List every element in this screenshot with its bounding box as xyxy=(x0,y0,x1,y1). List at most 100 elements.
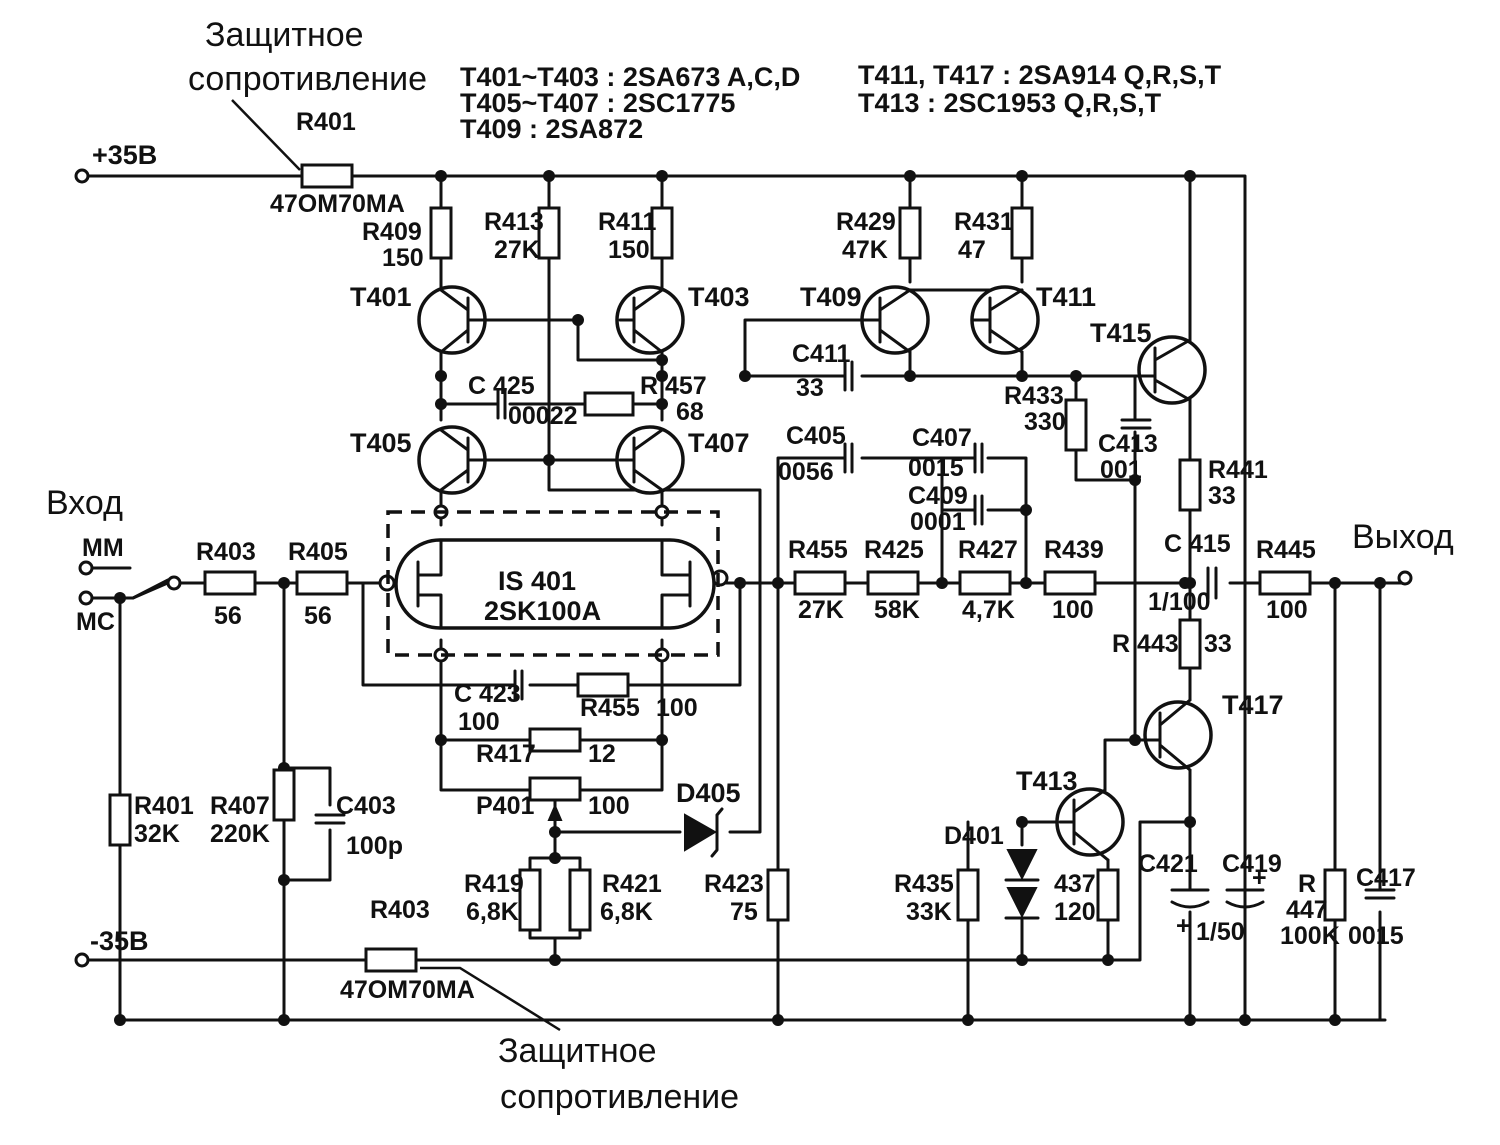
r401-top-value: 47OM70MA xyxy=(270,190,405,218)
c425-ref: C 425 xyxy=(468,372,535,400)
r417-ref: R417 xyxy=(476,740,536,768)
t413-symbol xyxy=(1055,787,1125,862)
r425-ref: R425 xyxy=(864,536,924,564)
t409-symbol xyxy=(860,285,930,355)
transistor-table-row2-left: T405~T407 : 2SC1775 xyxy=(460,88,735,118)
r419-ref: R419 xyxy=(464,870,524,898)
c413-value: 001 xyxy=(1100,456,1142,484)
mm-label: MM xyxy=(82,534,124,562)
r429-value: 47K xyxy=(842,236,888,264)
mc-label: MC xyxy=(76,608,115,636)
r455-b-ref: R455 xyxy=(580,694,640,722)
t415-label: T415 xyxy=(1090,318,1152,348)
c417-ref: C417 xyxy=(1356,864,1416,892)
t417-label: T417 xyxy=(1222,690,1284,720)
r421-value: 6,8K xyxy=(600,898,653,926)
mc-terminal[interactable] xyxy=(78,590,94,606)
neg-rail-terminal[interactable] xyxy=(74,952,90,968)
r407-ref: R407 xyxy=(210,792,270,820)
output-terminal[interactable] xyxy=(1397,570,1413,586)
r433-value: 330 xyxy=(1024,408,1066,436)
c405-value: 0056 xyxy=(778,458,834,486)
r455-b-value: 100 xyxy=(656,694,698,722)
input-switch[interactable] xyxy=(131,578,170,600)
c405-ref: C405 xyxy=(786,422,846,450)
r455-a-value: 27K xyxy=(798,596,844,624)
t403-symbol xyxy=(615,285,685,355)
resistors xyxy=(108,163,1347,973)
r443-value: 33 xyxy=(1204,630,1232,658)
t411-symbol xyxy=(970,285,1040,355)
transistor-table-row1-right: T411, T417 : 2SA914 Q,R,S,T xyxy=(858,60,1222,90)
r417-value: 12 xyxy=(588,740,616,768)
protective-note-bottom-1: Защитное xyxy=(498,1032,657,1070)
r431-value: 47 xyxy=(958,236,986,264)
r401-top-ref: R401 xyxy=(296,108,356,136)
r405-ref: R405 xyxy=(288,538,348,566)
r457-value: 68 xyxy=(676,398,704,426)
c423-value: 100 xyxy=(458,708,500,736)
r457-ref: R 457 xyxy=(640,372,707,400)
t411-label: T411 xyxy=(1036,282,1096,312)
c421-plus: + xyxy=(1176,912,1191,940)
t403-label: T403 xyxy=(688,282,750,312)
r455-a-ref: R455 xyxy=(788,536,848,564)
protective-note-top-2: сопротивление xyxy=(188,60,427,98)
neg-rail-label: -35B xyxy=(90,926,149,956)
r447-ref: R xyxy=(1298,870,1316,898)
r435-value: 33K xyxy=(906,898,952,926)
t417-symbol xyxy=(1143,698,1213,772)
c419-ref: C419 xyxy=(1222,850,1282,878)
c407-value: 0015 xyxy=(908,454,964,482)
c403-value: 100p xyxy=(346,832,403,860)
r439-value: 100 xyxy=(1052,596,1094,624)
r403-bottom-value: 47OM70MA xyxy=(340,976,475,1004)
d405-label: D405 xyxy=(676,778,741,808)
r445-value: 100 xyxy=(1266,596,1308,624)
c407-ref: C407 xyxy=(912,424,972,452)
r441-value: 33 xyxy=(1208,482,1236,510)
r431-ref: R431 xyxy=(954,208,1014,236)
r419-value: 6,8K xyxy=(466,898,519,926)
p401-ref: P401 xyxy=(476,792,534,820)
c409-value: 0001 xyxy=(910,508,966,536)
c413-ref: C413 xyxy=(1098,430,1158,458)
r439-ref: R439 xyxy=(1044,536,1104,564)
c421-ref: C421 xyxy=(1138,850,1198,878)
c421-value: 1/50 xyxy=(1196,918,1245,946)
r411-value: 150 xyxy=(608,236,650,264)
ic-name: IS 401 xyxy=(498,566,576,596)
r409-value: 150 xyxy=(382,244,424,272)
r411-ref: R411 xyxy=(598,208,656,236)
r447-value: 100K xyxy=(1280,922,1340,950)
c425-value: 00022 xyxy=(508,402,578,430)
protective-note-bottom-2: сопротивление xyxy=(500,1078,739,1116)
c423-ref: C 423 xyxy=(454,680,521,708)
t413-label: T413 xyxy=(1016,766,1078,796)
pos-rail-terminal[interactable] xyxy=(74,168,90,184)
t407-symbol xyxy=(615,425,685,495)
switch-terminal[interactable] xyxy=(166,575,182,591)
c409-ref: C409 xyxy=(908,482,968,510)
c415-value: 1/100 xyxy=(1148,588,1211,616)
r413-value: 27K xyxy=(494,236,540,264)
capacitors xyxy=(314,360,1396,909)
p401-value: 100 xyxy=(588,792,630,820)
t405-label: T405 xyxy=(350,428,412,458)
transistors xyxy=(417,285,1213,862)
r401-top-body xyxy=(300,163,354,189)
output-label: Выход xyxy=(1352,518,1454,556)
r427-value: 4,7K xyxy=(962,596,1015,624)
r403-in-value: 56 xyxy=(214,602,242,630)
mm-terminal[interactable] xyxy=(78,560,94,576)
r403-bottom-ref: R403 xyxy=(370,896,430,924)
c415-ref: C 415 xyxy=(1164,530,1231,558)
r423-ref: R423 xyxy=(704,870,764,898)
r401-in-value: 32K xyxy=(134,820,180,848)
transistor-table-row3-left: T409 : 2SA872 xyxy=(460,114,643,144)
transistor-table-row2-right: T413 : 2SC1953 Q,R,S,T xyxy=(858,88,1162,118)
ic-part: 2SK100A xyxy=(484,596,601,626)
r429-ref: R429 xyxy=(836,208,896,236)
protective-note-top-1: Защитное xyxy=(205,16,364,54)
